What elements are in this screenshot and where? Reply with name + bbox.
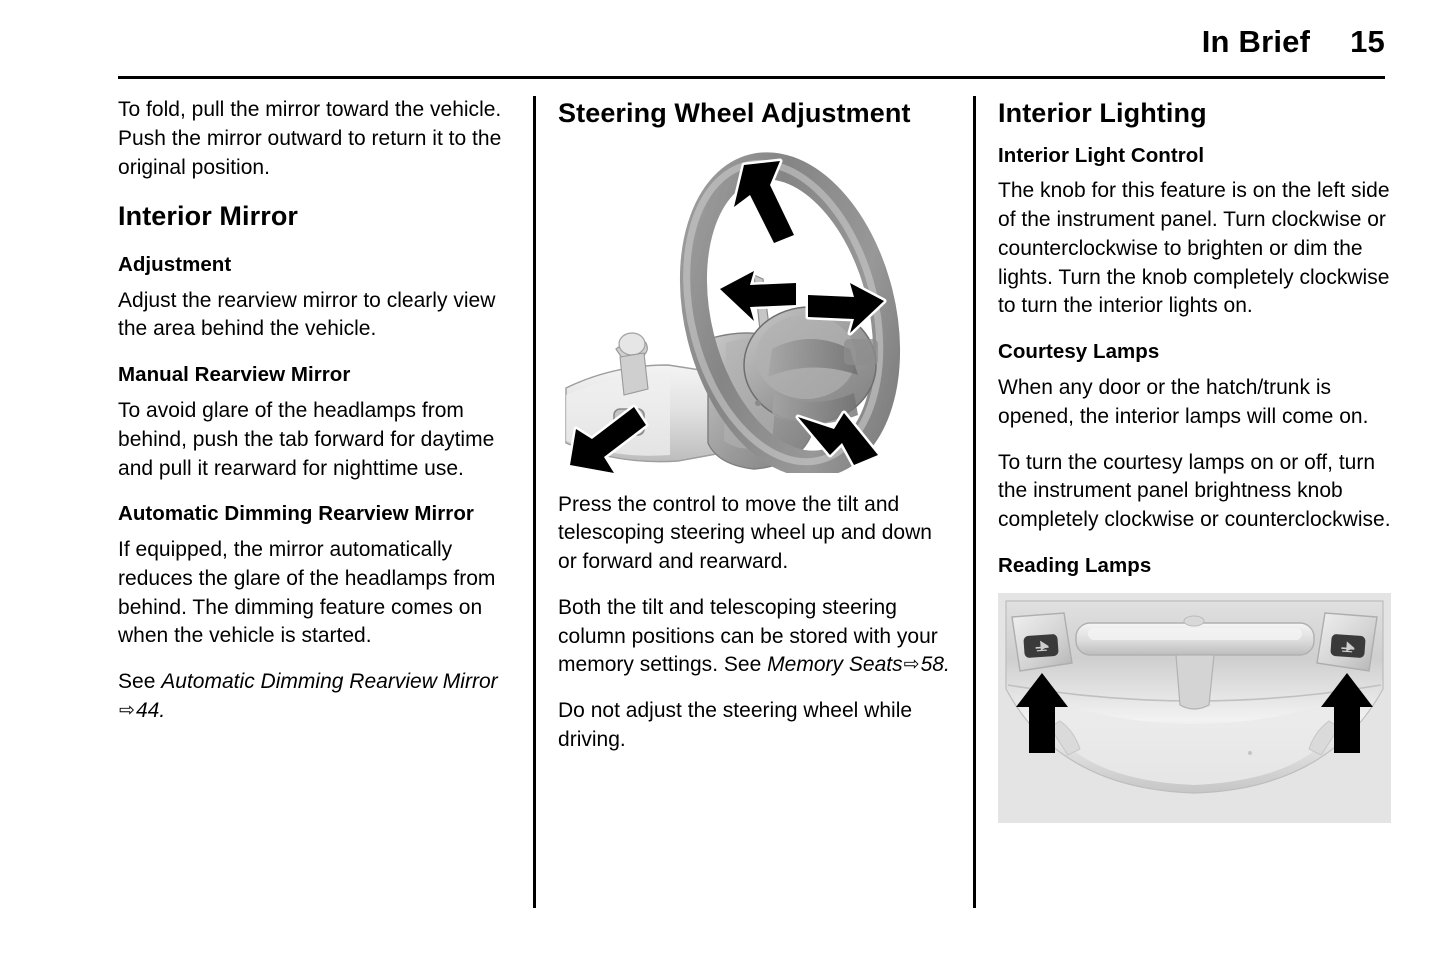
subheading-adjustment: Adjustment	[118, 252, 232, 276]
adjustment-paragraph: Adjust the rearview mirror to clearly vi…	[118, 288, 496, 341]
steering-warning-paragraph: Do not adjust the steering wheel while d…	[558, 699, 913, 751]
page-header: In Brief 15	[118, 24, 1385, 80]
stalk-end-cap	[618, 331, 646, 356]
subheading-automatic-dimming-rearview-mirror: Automatic Dimming Rearview Mirror	[118, 502, 474, 526]
subheading-courtesy-lamps: Courtesy Lamps	[998, 340, 1160, 364]
section-heading-interior-mirror: Interior Mirror	[118, 201, 299, 232]
mirror-highlight	[1088, 627, 1302, 640]
xref-memory-seats-page: 58	[920, 653, 944, 677]
cross-reference-automatic-dimming: See Automatic Dimming Rearview Mirror ⇨44…	[118, 668, 511, 726]
automatic-dimming-paragraph: If equipped, the mirror automatically re…	[118, 538, 496, 648]
section-heading-interior-lighting: Interior Lighting	[998, 98, 1207, 128]
spoke-lower	[772, 392, 858, 424]
subheading-interior-light-control: Interior Light Control	[998, 143, 1205, 167]
console-lower-highlight	[1038, 696, 1350, 785]
interior-light-control-paragraph: The knob for this feature is on the left…	[998, 179, 1390, 318]
console-sensor-dot	[1248, 750, 1252, 755]
wheel-control-buttons-right	[844, 338, 878, 365]
memory-body-text: Both the tilt and telescoping steering c…	[558, 595, 938, 677]
steering-memory-paragraph: Both the tilt and telescoping steering c…	[558, 594, 951, 680]
column-divider-two	[973, 96, 976, 908]
manual-rearview-paragraph: To avoid glare of the headlamps from beh…	[118, 399, 495, 480]
arrow-reading-lamp-left-icon	[1016, 672, 1068, 753]
courtesy-lamps-paragraph-two: To turn the courtesy lamps on or off, tu…	[998, 450, 1391, 532]
arrow-reading-lamp-right-icon	[1321, 672, 1373, 753]
reading-lamps-illustration	[998, 592, 1391, 823]
xref-arrow-icon: ⇨	[903, 654, 920, 676]
subheading-reading-lamps: Reading Lamps	[998, 553, 1152, 577]
xref-period: .	[943, 653, 950, 677]
xref-target-title: Automatic Dimming Rearview Mirror	[161, 670, 498, 694]
stalk-base	[619, 351, 649, 396]
section-heading-steering-wheel-adjustment: Steering Wheel Adjustment	[558, 98, 911, 128]
reading-lamps-svg	[998, 592, 1391, 823]
page-number: 15	[1350, 24, 1385, 59]
column-three: Interior Lighting Interior Light Control…	[998, 96, 1391, 908]
arrow-tilt-down-icon	[795, 410, 881, 468]
column-two: Steering Wheel Adjustment	[558, 96, 951, 908]
xref-arrow-icon: ⇨	[119, 699, 135, 721]
xref-period: .	[159, 698, 166, 722]
mirror-mount-stem	[1175, 654, 1215, 710]
xref-target-page: 44	[135, 698, 160, 722]
header-rule	[118, 76, 1385, 79]
arrow-telescope-out-icon	[805, 280, 887, 336]
reading-lamp-icon-right	[1341, 641, 1355, 653]
arrow-telescope-in-icon	[717, 268, 799, 324]
arrow-tilt-up-icon	[731, 158, 797, 246]
page-section-title: In Brief	[1201, 24, 1311, 59]
steering-press-control-paragraph: Press the control to move the tilt and t…	[558, 492, 932, 574]
steering-wheel-svg	[565, 151, 901, 478]
content-columns: To fold, pull the mirror toward the vehi…	[118, 96, 1391, 908]
column-one: To fold, pull the mirror toward the vehi…	[118, 96, 511, 908]
subheading-manual-rearview-mirror: Manual Rearview Mirror	[118, 363, 351, 387]
spoke-upper	[768, 338, 858, 377]
mirror-fold-paragraph: To fold, pull the mirror toward the vehi…	[118, 98, 502, 179]
hub-detail-dot	[755, 399, 761, 406]
arrow-press-control-icon	[567, 404, 649, 476]
xref-see-label: See	[118, 670, 162, 694]
courtesy-lamps-paragraph-one: When any door or the hatch/trunk is open…	[998, 376, 1369, 428]
column-divider-one	[533, 96, 536, 908]
reading-lamp-icon-left	[1035, 640, 1049, 652]
header-title-row: In Brief 15	[118, 24, 1385, 70]
xref-memory-seats-title: Memory Seats	[767, 653, 903, 677]
steering-wheel-illustration	[558, 143, 951, 478]
mirror-base-mount	[1183, 615, 1205, 627]
